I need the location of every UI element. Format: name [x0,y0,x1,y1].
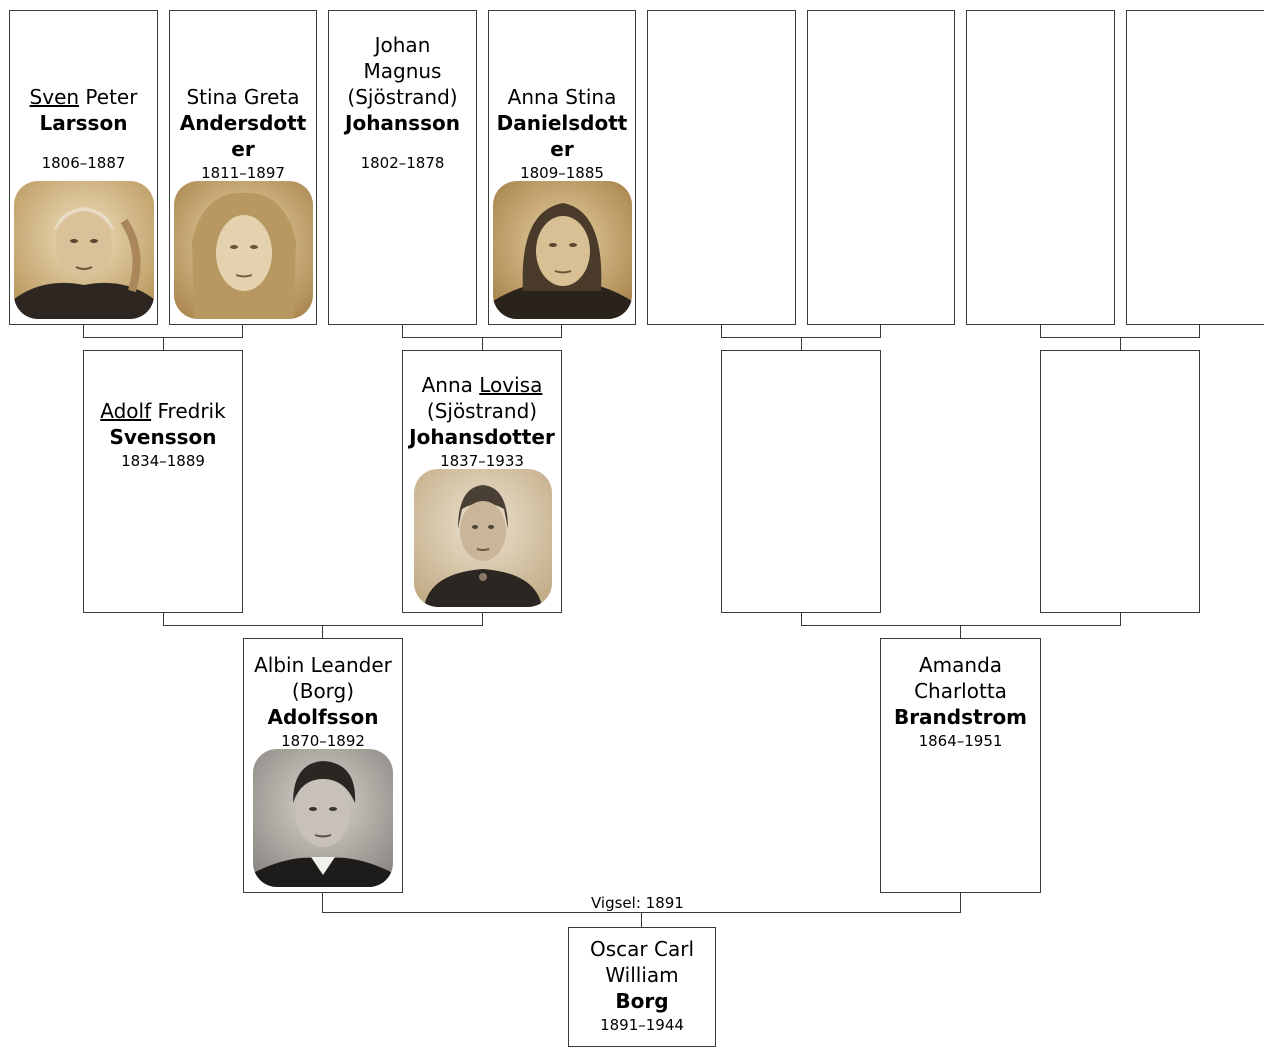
connector [721,324,722,337]
surname: Brandstrom [893,705,1028,729]
surname: Andersdott [179,111,307,135]
marriage-label: Vigsel: 1891 [591,894,684,912]
connector [163,337,164,350]
portrait-photo [414,469,552,607]
life-years: 1891–1944 [600,1016,684,1034]
surname: Johansson [345,111,460,135]
person-card-empty[interactable] [807,10,955,325]
connector [561,324,562,337]
life-years: 1864–1951 [918,732,1003,750]
surname-continued: er [231,137,255,161]
connector [960,892,961,913]
person-card-adolf[interactable]: Adolf Fredrik Svensson 1834–1889 [83,350,243,613]
connector [482,612,483,625]
given-name-line1: Oscar Carl [590,937,694,961]
connector [242,324,243,337]
surname-continued: er [550,137,574,161]
portrait-photo [253,749,393,887]
given-name: Stina Greta [186,85,300,109]
connector [402,324,403,337]
given-name: Sven Peter [29,85,138,109]
life-years: 1870–1892 [281,732,365,750]
person-card-empty[interactable] [966,10,1115,325]
person-card-johan[interactable]: Johan Magnus (Sjöstrand) Johansson 1802–… [328,10,477,325]
given-name: Adolf Fredrik [100,399,226,423]
person-card-empty[interactable] [647,10,796,325]
connector [1120,337,1121,350]
life-years: 1837–1933 [440,452,524,470]
surname: Adolfsson [267,705,379,729]
life-years: 1809–1885 [520,164,604,182]
alias-name: (Sjöstrand) [347,85,458,109]
connector [83,324,84,337]
surname: Johansdotter [409,425,555,449]
connector [641,912,642,927]
surname: Danielsdott [496,111,628,135]
life-years: 1806–1887 [41,154,126,172]
life-years: 1811–1897 [201,164,285,182]
surname: Borg [615,989,669,1013]
connector [801,612,802,625]
connector [1040,324,1041,337]
given-name-line2: William [605,963,679,987]
life-years: 1834–1889 [121,452,205,470]
connector [960,625,961,638]
portrait-photo [174,181,313,319]
person-card-empty[interactable] [721,350,881,613]
surname: Larsson [39,111,128,135]
life-years: 1802–1878 [360,154,445,172]
connector [322,625,323,638]
connector [163,612,164,625]
connector [1120,612,1121,625]
given-name: Albin Leander [254,653,392,677]
surname: Svensson [109,425,217,449]
connector [1199,324,1200,337]
portrait-photo [14,181,154,319]
connector [163,625,483,626]
connector [801,337,802,350]
portrait-photo [493,181,632,319]
person-card-empty[interactable] [1126,10,1264,325]
given-name: Anna Lovisa [421,373,543,397]
person-card-empty[interactable] [1040,350,1200,613]
given-name-line2: Charlotta [914,679,1007,703]
connector [801,625,1121,626]
given-name-line1: Johan [374,33,431,57]
person-card-oscar[interactable]: Oscar Carl William Borg 1891–1944 [568,927,716,1047]
connector [322,892,323,913]
given-name-line1: Amanda [918,653,1003,677]
alias-name: (Sjöstrand) [426,399,538,423]
given-name: Anna Stina [507,85,617,109]
connector [482,337,483,350]
alias-name: (Borg) [291,679,355,703]
connector [880,324,881,337]
given-name-line2: Magnus [363,59,442,83]
person-card-amanda[interactable]: Amanda Charlotta Brandstrom 1864–1951 [880,638,1041,893]
